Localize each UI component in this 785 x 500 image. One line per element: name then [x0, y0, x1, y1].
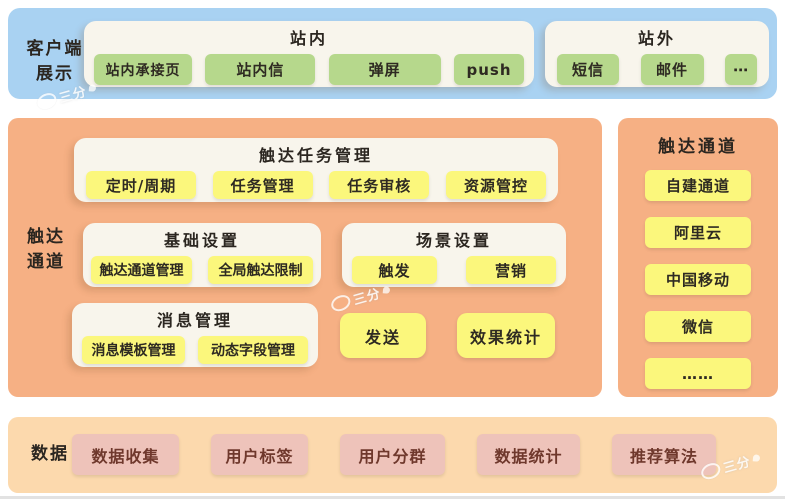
task-management-title: 触达任务管理: [258, 146, 373, 165]
client-display-panel: 客户端 展示 站内 站内承接页 站内信 弹屏 push 站外 短信 邮件 ⋯: [8, 8, 777, 99]
recommendation-algorithm-block: 推荐算法: [612, 434, 716, 475]
reach-platform-panel: 触达 通道 触达任务管理 定时/周期 任务管理 任务审核 资源管控 基础设置 触…: [8, 118, 602, 397]
message-management-box: 消息管理 消息模板管理 动态字段管理: [72, 303, 318, 367]
task-management-block: 任务管理: [212, 171, 313, 199]
client-display-label: 客户端 展示: [26, 39, 84, 84]
onsite-group-box: 站内 站内承接页 站内信 弹屏 push: [84, 21, 534, 87]
scene-settings-box: 场景设置 触发 营销: [342, 223, 566, 287]
message-management-buttons-row: 消息模板管理 动态字段管理: [72, 336, 318, 364]
offsite-more-block: ⋯: [725, 54, 757, 85]
onsite-landing-page-block: 站内承接页: [94, 54, 192, 85]
send-block: 发送: [340, 313, 426, 358]
push-block: push: [453, 54, 524, 85]
self-built-channel-block: 自建通道: [645, 170, 751, 201]
data-layer-panel: 数据 数据收集 用户标签 用户分群 数据统计 推荐算法: [8, 417, 777, 493]
offsite-group-box: 站外 短信 邮件 ⋯: [545, 21, 769, 87]
user-tag-block: 用户标签: [211, 434, 308, 475]
popup-screen-block: 弹屏: [328, 54, 441, 85]
reach-channels-list: 自建通道 阿里云 中国移动 微信 ……: [645, 170, 751, 389]
reach-platform-label: 触达 通道: [27, 227, 65, 272]
more-channels-block: ……: [645, 358, 751, 389]
sms-block: 短信: [557, 54, 619, 85]
basic-settings-title: 基础设置: [163, 231, 240, 250]
reach-channels-title: 触达通道: [658, 137, 738, 157]
china-mobile-block: 中国移动: [645, 264, 751, 295]
message-template-block: 消息模板管理: [82, 336, 185, 364]
aliyun-block: 阿里云: [645, 217, 751, 248]
user-segmentation-block: 用户分群: [340, 434, 445, 475]
global-limit-block: 全局触达限制: [208, 256, 313, 284]
scene-settings-title: 场景设置: [415, 231, 492, 250]
data-buttons-row: 数据收集 用户标签 用户分群 数据统计 推荐算法: [72, 434, 716, 475]
basic-settings-box: 基础设置 触达通道管理 全局触达限制: [83, 223, 321, 287]
data-collection-block: 数据收集: [72, 434, 179, 475]
trigger-block: 触发: [352, 256, 437, 284]
task-review-block: 任务审核: [329, 171, 430, 199]
channel-management-block: 触达通道管理: [91, 256, 192, 284]
marketing-block: 营销: [466, 256, 556, 284]
onsite-buttons-row: 站内承接页 站内信 弹屏 push: [84, 54, 534, 85]
onsite-group-title: 站内: [289, 29, 328, 48]
resource-control-block: 资源管控: [445, 171, 546, 199]
email-block: 邮件: [640, 54, 704, 85]
dynamic-field-block: 动态字段管理: [198, 336, 308, 364]
wechat-block: 微信: [645, 311, 751, 342]
data-layer-label: 数据: [31, 444, 69, 464]
task-management-buttons-row: 定时/周期 任务管理 任务审核 资源管控: [74, 171, 558, 199]
message-management-title: 消息管理: [156, 311, 233, 330]
reach-channels-panel: 触达通道 自建通道 阿里云 中国移动 微信 ……: [618, 118, 778, 397]
offsite-group-title: 站外: [637, 29, 676, 48]
scene-settings-buttons-row: 触发 营销: [342, 256, 566, 284]
data-statistics-block: 数据统计: [477, 434, 580, 475]
basic-settings-buttons-row: 触达通道管理 全局触达限制: [83, 256, 321, 284]
page-bottom-edge: [0, 496, 785, 499]
effect-statistics-block: 效果统计: [457, 313, 555, 358]
onsite-message-block: 站内信: [205, 54, 316, 85]
timer-cycle-block: 定时/周期: [86, 171, 196, 199]
task-management-box: 触达任务管理 定时/周期 任务管理 任务审核 资源管控: [74, 138, 558, 202]
offsite-buttons-row: 短信 邮件 ⋯: [545, 54, 769, 85]
